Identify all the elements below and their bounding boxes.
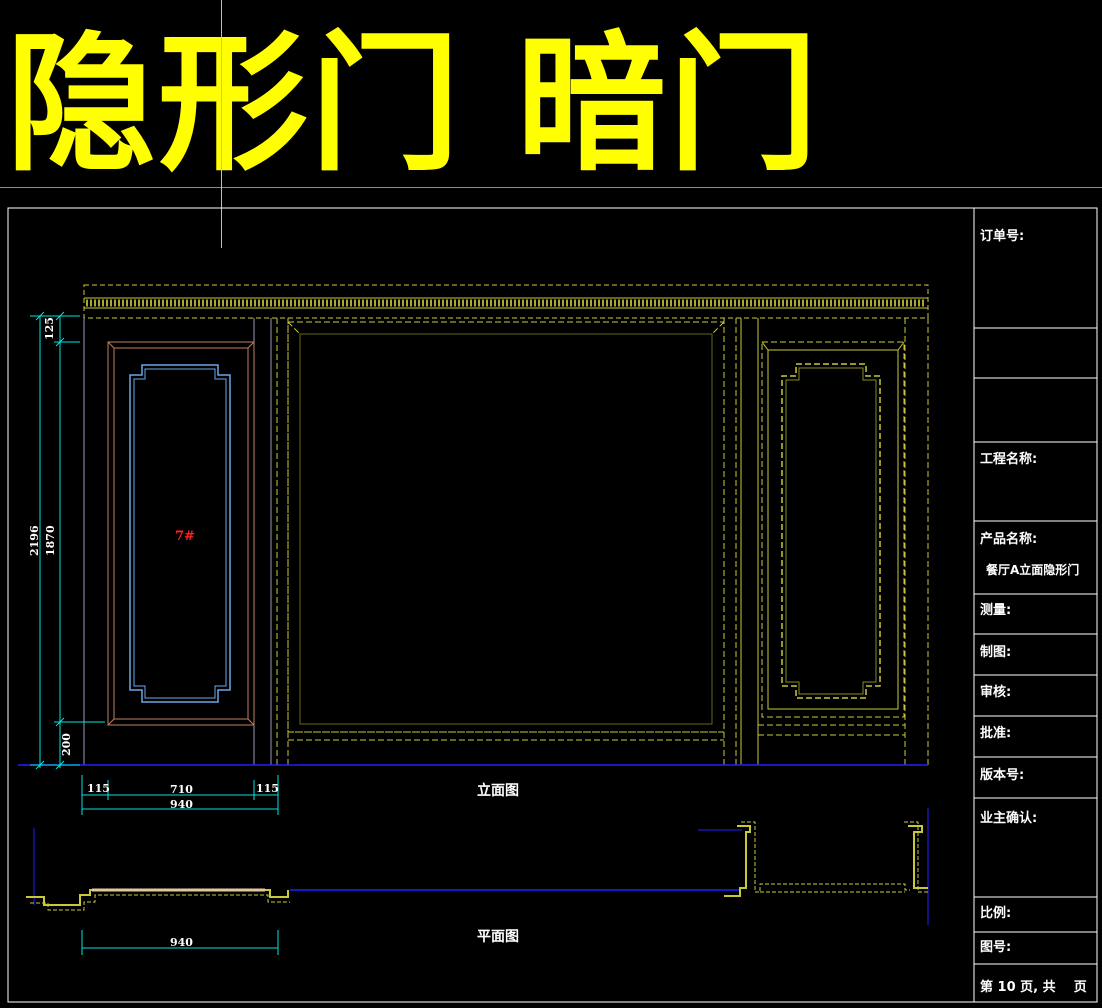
elevation-label: 立面图 bbox=[477, 783, 519, 799]
dim-door-width: 710 bbox=[170, 783, 193, 796]
dim-overall-width: 940 bbox=[170, 798, 193, 811]
door-tag: 7# bbox=[175, 529, 195, 544]
center-wall-panel bbox=[287, 321, 725, 741]
height-dimensions bbox=[30, 311, 105, 770]
approve-label: 批准: bbox=[980, 726, 1012, 741]
plan-label: 平面图 bbox=[477, 929, 519, 945]
dim-left-margin: 115 bbox=[87, 782, 110, 795]
dim-bottom: 200 bbox=[60, 733, 73, 756]
hidden-door bbox=[107, 341, 255, 726]
dim-plan-width: 940 bbox=[170, 936, 193, 949]
product-name-value: 餐厅A立面隐形门 bbox=[986, 563, 1080, 577]
dim-right-margin: 115 bbox=[256, 782, 279, 795]
owner-confirm-label: 业主确认: bbox=[980, 811, 1038, 826]
scale-label: 比例: bbox=[980, 906, 1012, 921]
divider-line bbox=[0, 187, 1102, 188]
cornice-band bbox=[83, 284, 929, 319]
dim-total-height: 2196 bbox=[28, 525, 41, 556]
dim-top-band: 125 bbox=[43, 317, 56, 340]
dim-door-height: 1870 bbox=[44, 525, 57, 556]
page-number-label: 第 10 页, 共 页 bbox=[980, 980, 1087, 995]
title-block-rows bbox=[974, 327, 1097, 965]
drawing-label: 制图: bbox=[980, 645, 1012, 660]
version-label: 版本号: bbox=[980, 768, 1025, 783]
measure-label: 测量: bbox=[980, 603, 1012, 618]
plan-view bbox=[26, 808, 929, 925]
order-no-label: 订单号: bbox=[980, 229, 1025, 244]
width-dimensions bbox=[81, 775, 279, 955]
product-name-label: 产品名称: bbox=[980, 532, 1038, 547]
page-title: 隐形门 暗门 bbox=[6, 18, 821, 192]
cad-crosshair bbox=[221, 0, 222, 248]
right-wall-panel bbox=[758, 341, 905, 766]
drawing-no-label: 图号: bbox=[980, 940, 1012, 955]
review-label: 审核: bbox=[980, 685, 1012, 700]
drawing-frame bbox=[7, 207, 1098, 1003]
project-name-label: 工程名称: bbox=[980, 452, 1038, 467]
